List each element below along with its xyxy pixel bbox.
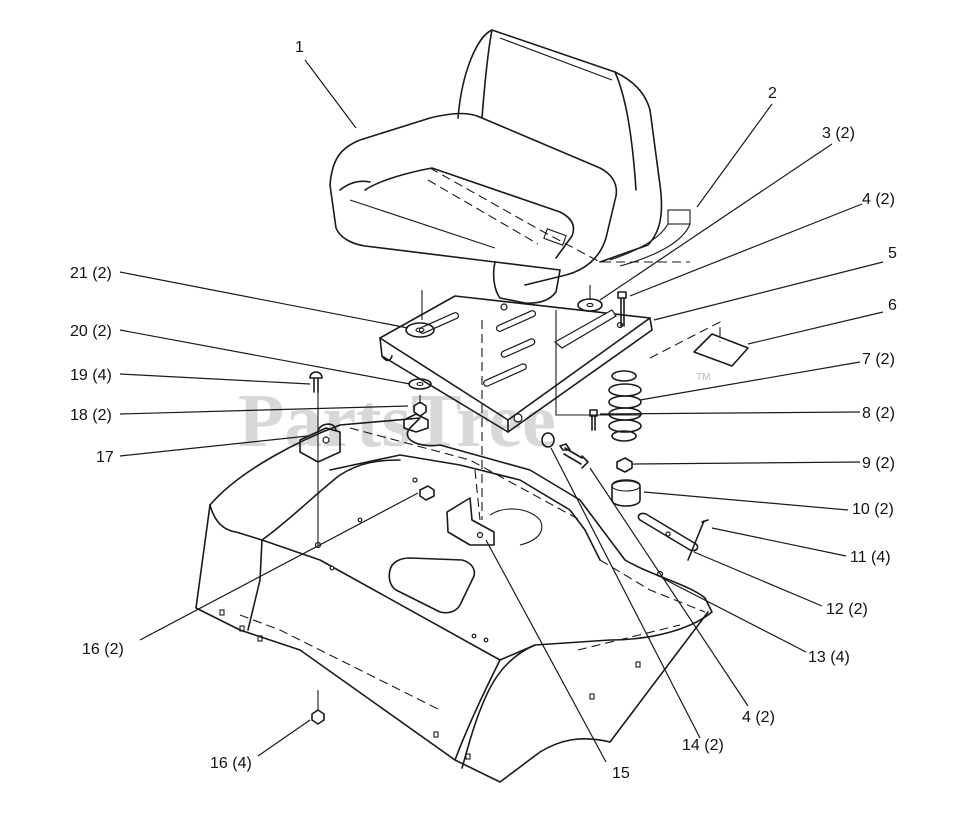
watermark-trademark: TM: [696, 372, 710, 383]
fender-deck-drawing: [195, 417, 713, 783]
callout-2: 2: [768, 85, 777, 102]
decal-drawing: [693, 333, 749, 367]
callout-5: 5: [888, 245, 897, 262]
callout-15: 15: [612, 765, 630, 782]
callout-11: 11 (4): [850, 549, 891, 566]
callout-3: 3 (2): [822, 125, 855, 142]
callout-labels: 1 2 3 (2) 4 (2) 5 6 7 (2) 8 (2) 9 (2) 10…: [70, 39, 897, 782]
callout-16-upper: 16 (2): [82, 641, 124, 658]
leader-lines: [119, 59, 884, 763]
callout-8: 8 (2): [862, 405, 895, 422]
callout-13: 13 (4): [808, 649, 850, 666]
callout-16-lower: 16 (4): [210, 755, 252, 772]
callout-17: 17: [96, 449, 114, 466]
callout-19: 19 (4): [70, 367, 112, 384]
callout-20: 20 (2): [70, 323, 112, 340]
suspension-parts-drawing: [589, 370, 642, 507]
callout-21: 21 (2): [70, 265, 112, 282]
callout-10: 10 (2): [852, 501, 894, 518]
strap-hardware-drawing: [637, 512, 709, 578]
seat-plate-drawing: [379, 285, 653, 433]
pivot-hardware-drawing: [541, 432, 589, 469]
callout-18: 18 (2): [70, 407, 112, 424]
callout-14: 14 (2): [682, 737, 724, 754]
callout-7: 7 (2): [862, 351, 895, 368]
callout-4-lower: 4 (2): [742, 709, 775, 726]
watermark-text: PartsTree: [238, 379, 556, 463]
callout-12: 12 (2): [826, 601, 868, 618]
callout-6: 6: [888, 297, 897, 314]
callout-9: 9 (2): [862, 455, 895, 472]
seat-drawing: [329, 29, 691, 304]
callout-1: 1: [295, 39, 304, 56]
callout-4: 4 (2): [862, 191, 895, 208]
